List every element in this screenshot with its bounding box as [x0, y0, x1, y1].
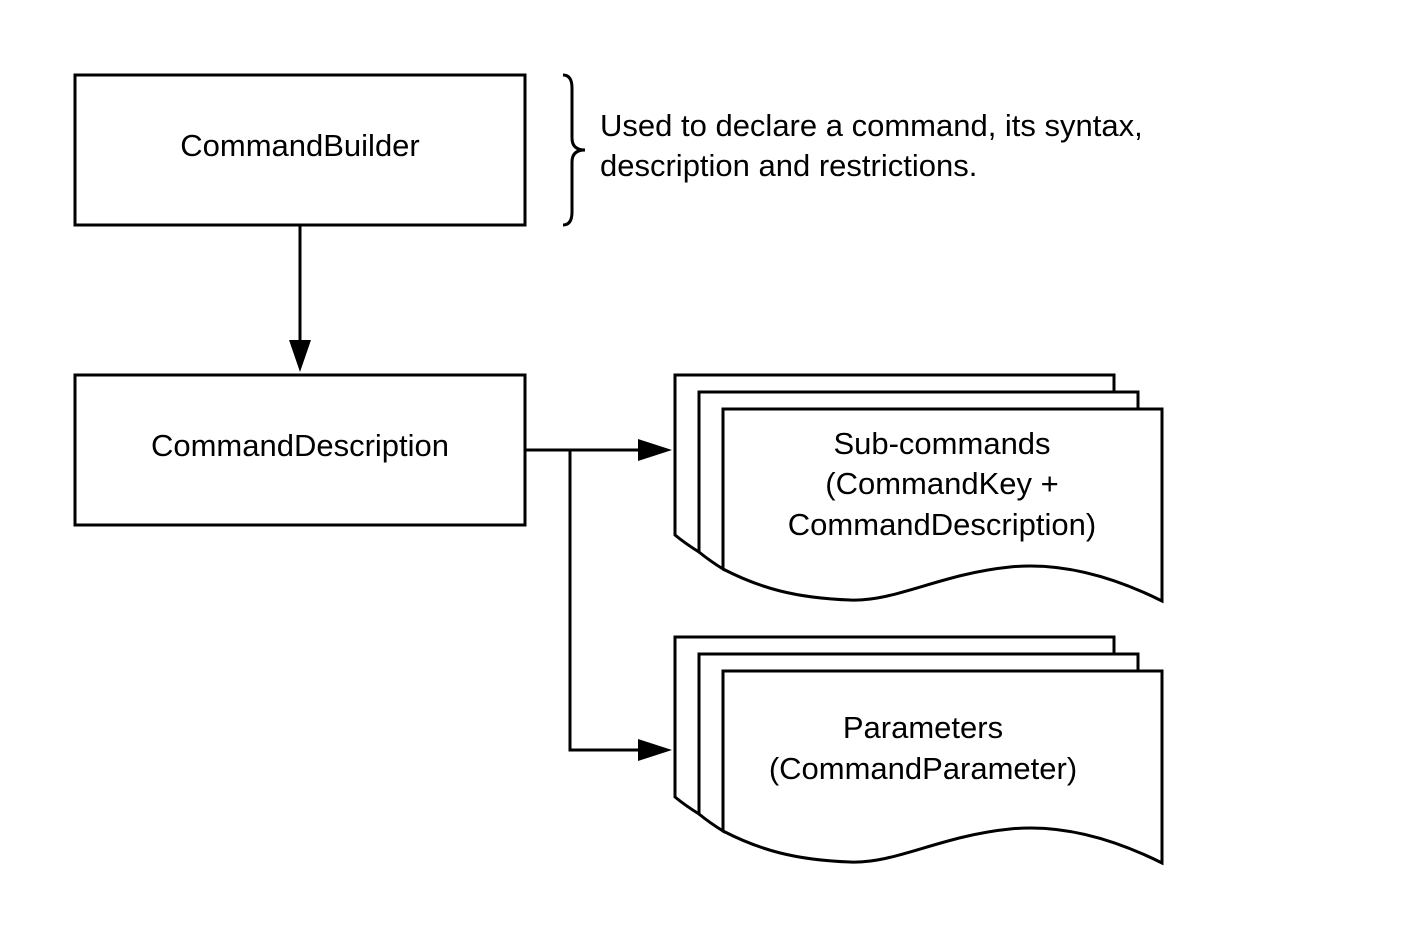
command-builder-box — [73, 73, 527, 227]
parameters-line-1: Parameters — [843, 710, 1003, 745]
command-builder-label: CommandBuilder — [180, 128, 420, 163]
command-description-label: CommandDescription — [151, 428, 449, 463]
document-sheet-front — [721, 669, 1164, 866]
curly-brace — [562, 73, 586, 227]
arrow-builder-to-description — [289, 225, 311, 372]
annotation-line-1: Used to declare a command, its syntax, — [600, 108, 1143, 143]
command-description-node: CommandDescription — [73, 373, 527, 527]
arrowhead — [289, 340, 311, 372]
annotation-group: Used to declare a command, its syntax, d… — [562, 73, 1143, 227]
command-description-box — [73, 373, 527, 527]
sub-commands-line-3: CommandDescription) — [788, 507, 1096, 542]
parameters-node: Parameters (CommandParameter) — [673, 635, 1164, 866]
connector-line-parameters — [525, 448, 640, 752]
arrow-description-to-outputs — [525, 439, 672, 761]
annotation-line-2: description and restrictions. — [600, 148, 977, 183]
arrowhead-subcommands — [638, 439, 672, 461]
document-sheet-front — [721, 407, 1164, 604]
sub-commands-node: Sub-commands (CommandKey + CommandDescri… — [673, 373, 1164, 604]
parameters-line-2: (CommandParameter) — [769, 751, 1077, 786]
sub-commands-line-1: Sub-commands — [833, 426, 1050, 461]
sub-commands-line-2: (CommandKey + — [825, 466, 1058, 501]
command-builder-node: CommandBuilder — [73, 73, 527, 227]
arrowhead-parameters — [638, 739, 672, 761]
